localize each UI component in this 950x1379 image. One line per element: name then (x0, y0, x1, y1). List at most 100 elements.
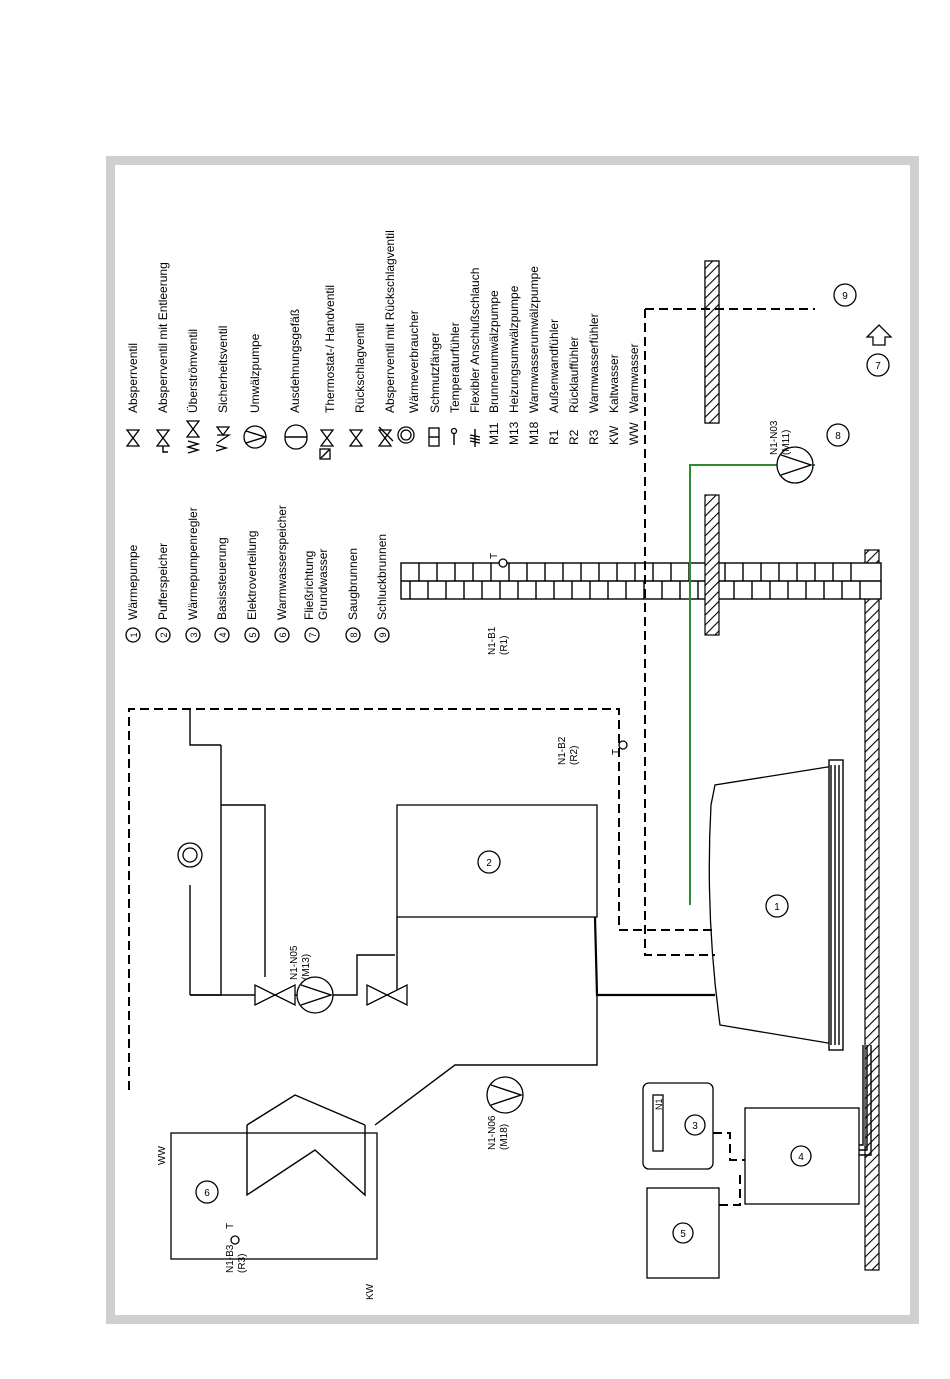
svg-text:Ausdehnungsgefäß: Ausdehnungsgefäß (288, 309, 302, 413)
svg-text:Wärmepumpenregler: Wärmepumpenregler (186, 507, 200, 620)
ground (864, 549, 880, 1271)
dirt-trap-icon (428, 427, 440, 447)
heat-consumer-icon (397, 426, 415, 444)
svg-text:Absperrventil: Absperrventil (126, 343, 140, 413)
svg-text:N1-B3: N1-B3 (225, 1244, 236, 1273)
svg-text:WW: WW (627, 422, 641, 445)
overflow-valve-icon (185, 420, 201, 454)
svg-text:8: 8 (349, 632, 359, 637)
heat-pump: 1 (708, 759, 844, 1051)
outer-wall (400, 562, 882, 600)
svg-text:T: T (611, 749, 622, 755)
svg-text:T: T (489, 553, 500, 559)
electrical-distribution: 5 (646, 1187, 720, 1279)
svg-text:8: 8 (835, 431, 841, 442)
svg-text:6: 6 (278, 632, 288, 637)
svg-text:Heizungsumwälzpumpe: Heizungsumwälzpumpe (507, 285, 521, 413)
svg-text:7: 7 (875, 361, 881, 372)
diagram-frame: 1 Wärmepumpe 2 Pufferspeicher 3 Wärmepum… (106, 156, 919, 1324)
svg-text:(R2): (R2) (569, 746, 580, 765)
svg-text:Warmwasserspeicher: Warmwasserspeicher (275, 505, 289, 620)
svg-text:9: 9 (378, 632, 388, 637)
circulation-pump-icon (243, 425, 268, 449)
buffer-tank: 2 (396, 804, 598, 918)
svg-text:6: 6 (204, 1188, 210, 1199)
svg-text:Außenwandfühler: Außenwandfühler (547, 319, 561, 413)
svg-text:M13: M13 (507, 421, 521, 445)
svg-text:(M18): (M18) (499, 1124, 510, 1150)
svg-text:N1-N06: N1-N06 (487, 1115, 498, 1150)
svg-text:3: 3 (692, 1121, 698, 1132)
shutoff-check-valve-icon (377, 426, 394, 447)
svg-text:Rücklauffühler: Rücklauffühler (567, 337, 581, 414)
svg-text:Grundwasser: Grundwasser (316, 549, 330, 620)
legend-component-7: 7 Fließrichtung Grundwasser (302, 549, 330, 643)
svg-text:1: 1 (129, 632, 139, 637)
svg-text:T: T (225, 1223, 236, 1229)
sensor-lines: N1-B2 (R2) T T N1-B1 (R1) (128, 308, 815, 1090)
svg-text:Überströmventil: Überströmventil (186, 329, 200, 413)
well-pipe-9 (704, 260, 720, 424)
svg-text:Absperrventil mit Entleerung: Absperrventil mit Entleerung (156, 262, 170, 413)
svg-text:Warmwasser: Warmwasser (627, 343, 641, 413)
hot-water-tank: 6 T WW KW N1-B3 (R3) (157, 1094, 378, 1300)
legend-components: 1 Wärmepumpe 2 Pufferspeicher 3 Wärmepum… (125, 505, 390, 643)
legend-component-5: 5 Elektroverteilung (244, 531, 260, 643)
svg-text:5: 5 (248, 632, 258, 637)
svg-text:M11: M11 (487, 422, 501, 445)
flexible-hose-icon (469, 429, 481, 447)
svg-text:Warmwasserumwälzpumpe: Warmwasserumwälzpumpe (527, 266, 541, 413)
svg-text:2: 2 (159, 632, 169, 637)
svg-text:Wärmeverbraucher: Wärmeverbraucher (407, 310, 421, 413)
svg-text:KW: KW (365, 1283, 376, 1300)
check-valve-icon (348, 429, 364, 447)
base-control: 4 (744, 1107, 860, 1205)
legend-symbols: Absperrventil Absperrventil mit Entleeru… (125, 230, 641, 460)
svg-text:R3: R3 (587, 429, 601, 445)
svg-text:Absperrventil mit Rückschlagve: Absperrventil mit Rückschlagventil (383, 230, 397, 413)
temperature-sensor-icon (450, 427, 458, 445)
svg-text:N1-B1: N1-B1 (487, 626, 498, 655)
hot-water-circuit: N1-N06 (M18) (374, 995, 598, 1150)
svg-text:9: 9 (842, 291, 848, 302)
svg-text:Saugbrunnen: Saugbrunnen (346, 548, 360, 620)
svg-text:N1-N03: N1-N03 (769, 420, 780, 455)
legend-component-2: 2 Pufferspeicher (155, 543, 171, 643)
svg-text:Schluckbrunnen: Schluckbrunnen (375, 534, 389, 620)
svg-text:N1: N1 (654, 1098, 664, 1110)
control-wiring (713, 1045, 872, 1206)
svg-text:7: 7 (308, 632, 318, 637)
svg-text:(M11): (M11) (781, 430, 792, 455)
svg-text:Umwälzpumpe: Umwälzpumpe (248, 333, 262, 413)
svg-text:Wärmepumpe: Wärmepumpe (126, 544, 140, 620)
svg-text:M18: M18 (527, 421, 541, 445)
svg-text:WW: WW (157, 1146, 168, 1165)
safety-valve-icon (215, 426, 232, 452)
svg-text:Basissteuerung: Basissteuerung (215, 537, 229, 620)
shutoff-valve-icon (125, 429, 141, 447)
legend-component-6: 6 Warmwasserspeicher (274, 505, 290, 643)
svg-text:Flexibler Anschlußschlauch: Flexibler Anschlußschlauch (468, 268, 482, 413)
svg-text:KW: KW (607, 425, 621, 445)
expansion-vessel-icon (284, 424, 308, 450)
legend-component-9: 9 Schluckbrunnen (374, 534, 390, 643)
svg-text:Elektroverteilung: Elektroverteilung (245, 531, 259, 620)
svg-text:R2: R2 (567, 429, 581, 445)
svg-text:R1: R1 (547, 429, 561, 445)
legend-component-3: 3 Wärmepumpenregler (185, 507, 201, 643)
wells (704, 260, 720, 424)
svg-text:Fließrichtung: Fließrichtung (302, 551, 316, 620)
svg-text:Sicherheitsventil: Sicherheitsventil (216, 326, 230, 413)
svg-text:(M13): (M13) (301, 954, 312, 980)
svg-text:5: 5 (680, 1229, 686, 1240)
svg-text:Kaltwasser: Kaltwasser (607, 354, 621, 413)
svg-text:3: 3 (189, 632, 199, 637)
svg-text:2: 2 (486, 858, 492, 869)
svg-text:N1-N05: N1-N05 (289, 945, 300, 980)
svg-text:4: 4 (798, 1152, 804, 1163)
svg-text:Thermostat-/ Handventil: Thermostat-/ Handventil (323, 285, 337, 413)
svg-text:Schmutzfänger: Schmutzfänger (428, 332, 442, 413)
groundwater-circuit: N1-N03 (M11) 8 9 7 (689, 283, 893, 905)
hydraulic-schematic: 1 Wärmepumpe 2 Pufferspeicher 3 Wärmepum… (125, 230, 893, 1300)
svg-text:N1-B2: N1-B2 (557, 736, 568, 765)
